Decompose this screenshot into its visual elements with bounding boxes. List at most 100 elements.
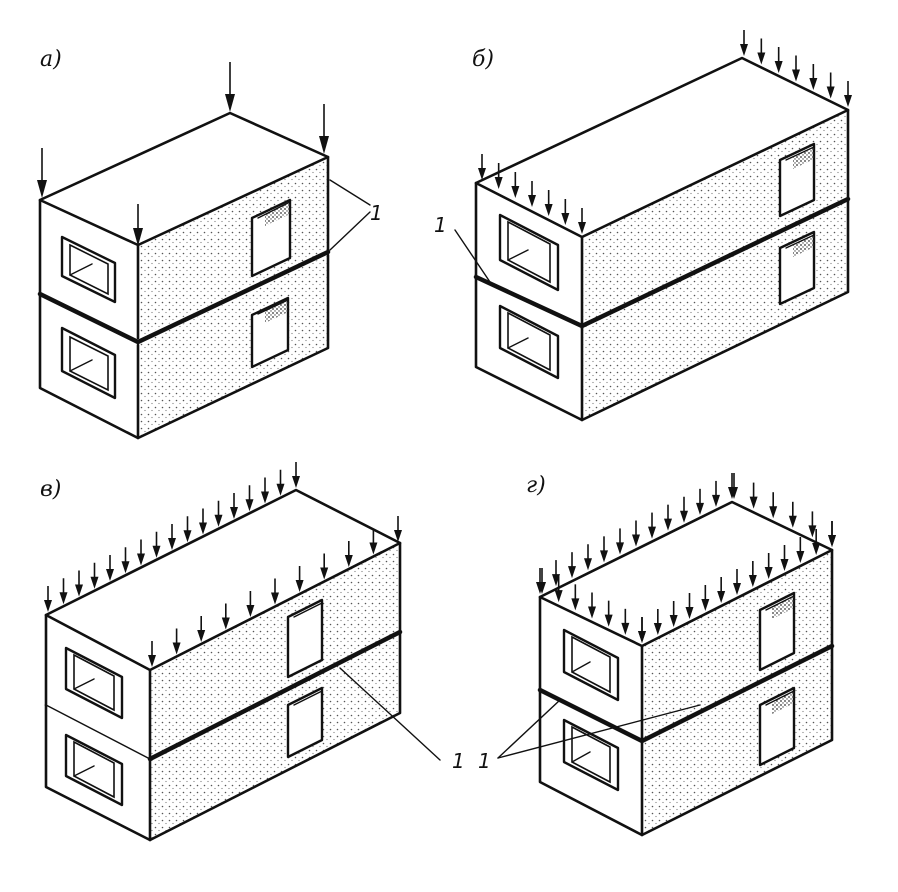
- panel-a-joint: [37, 249, 331, 345]
- panel-a-upper-block: [38, 111, 330, 340]
- load-arrow-head: [168, 538, 176, 550]
- load-arrow-head: [604, 614, 613, 627]
- panel-g-upper-block: [538, 500, 834, 742]
- panel-a: а): [37, 47, 383, 440]
- load-arrow-head: [712, 494, 720, 507]
- load-arrow-head: [796, 551, 805, 563]
- load-arrow-head: [616, 542, 624, 555]
- load-arrow-head: [588, 606, 596, 619]
- load-arrow-head: [844, 95, 852, 107]
- load-arrow-head: [685, 607, 694, 619]
- panel-a-loads: [37, 62, 329, 246]
- load-arrow-head: [295, 580, 304, 592]
- panel-g: г): [478, 473, 836, 837]
- load-arrow-head: [561, 213, 570, 225]
- panel-a-lower-block: [38, 253, 330, 440]
- load-arrow-head: [733, 583, 741, 595]
- load-arrow-head: [90, 576, 99, 589]
- load-arrow-head: [621, 622, 630, 635]
- load-arrow-head: [75, 584, 83, 597]
- panel-b-leader: [454, 229, 491, 283]
- panel-g-loads: [536, 473, 836, 643]
- load-arrow-head: [276, 483, 285, 496]
- load-arrow-head: [774, 61, 783, 73]
- load-arrow-head: [214, 514, 223, 527]
- load-arrow-head: [600, 550, 608, 563]
- panel-g-leader-label: 1: [478, 749, 491, 773]
- load-arrow-head: [568, 566, 576, 579]
- load-arrow-head: [199, 522, 207, 535]
- load-arrow-head: [653, 623, 662, 635]
- load-arrow-head: [511, 186, 520, 198]
- load-arrow-head: [757, 52, 766, 65]
- load-arrow-head: [369, 542, 378, 555]
- panel-v-loads: [44, 462, 402, 667]
- panel-b-leader-label: 1: [434, 213, 447, 237]
- load-arrow-head: [544, 204, 553, 216]
- load-arrow-head: [664, 518, 672, 531]
- load-arrow-head: [59, 592, 68, 605]
- panel-a-label: а): [40, 47, 62, 72]
- load-arrow-head: [528, 195, 536, 207]
- load-arrow-head: [44, 600, 52, 612]
- load-arrow-head: [152, 545, 161, 558]
- load-arrow-head: [261, 491, 269, 504]
- load-arrow-head: [292, 476, 300, 488]
- load-arrow-head: [632, 534, 640, 547]
- load-arrow-head: [148, 655, 156, 667]
- load-arrow-head: [172, 642, 181, 655]
- load-arrow-head: [230, 507, 238, 519]
- load-arrow-head: [106, 569, 114, 581]
- load-arrow-head: [826, 86, 835, 99]
- panel-a-leader-2: [329, 211, 371, 251]
- load-arrow-head: [197, 630, 206, 642]
- panel-v: в): [40, 462, 465, 842]
- load-arrow-head: [764, 567, 773, 579]
- load-arrow-head: [320, 567, 329, 580]
- load-arrow-head: [808, 525, 817, 538]
- load-arrow-head: [245, 499, 254, 512]
- load-arrow-head: [717, 591, 726, 603]
- load-arrow-head: [680, 510, 688, 523]
- panel-g-leader-1: [497, 699, 561, 759]
- panel-a-leader-1: [329, 179, 371, 206]
- load-arrow-head: [788, 515, 797, 528]
- load-arrow-head: [828, 535, 836, 547]
- load-arrow-head: [536, 582, 544, 594]
- load-arrow-head: [696, 502, 704, 515]
- panel-b-joint: [473, 196, 851, 329]
- panel-a-leader-label: 1: [370, 201, 383, 225]
- load-arrow-head: [584, 558, 592, 571]
- panel-b-loads: [478, 30, 852, 234]
- load-arrow-head: [246, 605, 255, 617]
- load-arrow-head: [494, 177, 503, 189]
- load-arrow-head: [740, 44, 748, 56]
- load-arrow-head: [394, 530, 402, 542]
- panel-g-lower-block: [538, 646, 834, 837]
- panel-b-label: б): [472, 47, 494, 72]
- load-arrow-head: [780, 559, 789, 571]
- panel-b: б): [434, 30, 852, 422]
- panel-v-leader-label: 1: [452, 749, 465, 773]
- load-arrow-head: [648, 526, 656, 539]
- load-arrow-head: [571, 598, 580, 611]
- load-arrow-head: [701, 599, 710, 611]
- load-arrow-head: [809, 78, 818, 90]
- load-arrow-head: [137, 553, 145, 566]
- load-arrow-head: [812, 543, 821, 555]
- panel-v-upper-block: [44, 488, 402, 762]
- load-arrow-head: [578, 222, 586, 234]
- panel-b-lower-block: [474, 198, 850, 422]
- load-arrow-head: [554, 590, 563, 603]
- load-arrow-head: [478, 168, 486, 180]
- panel-v-lower-block: [44, 631, 402, 842]
- load-arrow-head: [769, 506, 778, 519]
- load-arrow-head: [748, 575, 757, 587]
- load-arrow-head: [271, 592, 279, 605]
- panel-v-label: в): [40, 477, 61, 502]
- load-arrow-head: [749, 496, 758, 509]
- panel-g-label: г): [526, 473, 546, 498]
- load-arrow-head: [183, 530, 192, 543]
- panel-g-joint: [537, 643, 835, 744]
- panel-b-upper-block: [474, 56, 850, 330]
